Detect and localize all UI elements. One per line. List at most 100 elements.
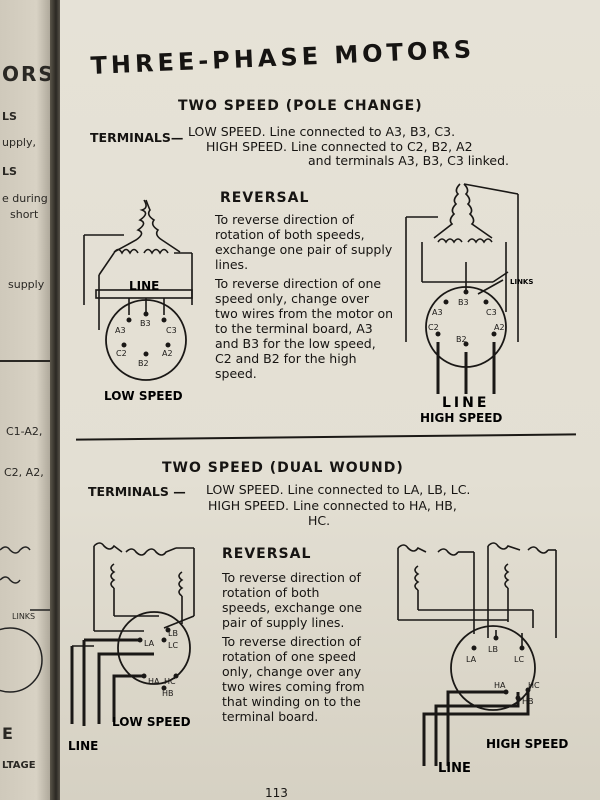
high-speed-dual-caption: HIGH SPEED	[486, 737, 568, 751]
terminal-b2	[463, 341, 469, 347]
section2-terminals-label: TERMINALS —	[88, 484, 186, 499]
section2-low-speed-text: LOW SPEED. Line connected to LA, LB, LC.	[206, 482, 471, 497]
coil-line	[113, 199, 147, 253]
section2-high-speed-text-cont: HC.	[308, 513, 331, 528]
section1-terminals-label: TERMINALS—	[90, 130, 184, 145]
facing-page-fragment: LTAGE	[2, 760, 36, 771]
terminal-c3	[483, 299, 489, 305]
terminal-label: C3	[166, 326, 177, 335]
section1-heading: TWO SPEED (POLE CHANGE)	[178, 98, 423, 114]
terminal-hb	[161, 685, 167, 691]
section1-reversal-heading: REVERSAL	[220, 190, 310, 206]
terminal-label: HB	[522, 697, 534, 706]
facing-page-fragment: e during	[2, 192, 48, 205]
high-speed-pole-change-diagram: LINKS B3 A3 C3 C2 A2 B2 LINE HIGH SPEED	[405, 183, 533, 425]
terminal-label: C3	[486, 308, 497, 317]
section2-reversal-p1: To reverse direction of rotation of both…	[222, 570, 363, 630]
terminal-lc	[161, 637, 167, 643]
section2-heading: TWO SPEED (DUAL WOUND)	[162, 460, 404, 476]
terminal-label: HA	[494, 681, 506, 690]
terminal-b2	[143, 351, 149, 357]
high-speed-caption: HIGH SPEED	[420, 411, 502, 425]
section1-high-speed-text-cont: and terminals A3, B3, C3 linked.	[308, 153, 510, 168]
terminal-label: A3	[432, 308, 443, 317]
terminal-c3	[161, 317, 167, 323]
facing-page-fragment: E	[2, 724, 13, 743]
terminal-la	[137, 637, 143, 643]
low-speed-dual-wound-diagram: LB LA LC HA HC HB LOW SPEED LINE	[68, 542, 195, 753]
facing-page-fragment: LINKS	[12, 612, 36, 621]
section2-reversal-text: To reverse direction of rotation of both…	[222, 570, 370, 728]
facing-page-title-fragment: ORS	[2, 62, 52, 86]
terminal-b3	[143, 311, 149, 317]
terminal-label: B2	[456, 335, 467, 344]
terminal-label: LB	[168, 629, 178, 638]
terminal-la	[471, 645, 477, 651]
terminal-label: LA	[144, 639, 155, 648]
high-speed-dual-wound-diagram: LA LB LC HA HC HB HIGH SPEED LINE	[397, 542, 568, 776]
low-speed-dual-line-label: LINE	[68, 739, 98, 753]
page-number: 113	[265, 786, 288, 800]
links-label: LINKS	[510, 278, 533, 286]
section2-high-speed-text: HIGH SPEED. Line connected to HA, HB,	[208, 498, 457, 513]
low-speed-caption: LOW SPEED	[104, 389, 183, 403]
terminal-a2	[491, 331, 497, 337]
terminal-label: A3	[115, 326, 126, 335]
facing-page-diagram-fragment	[0, 546, 52, 693]
low-speed-line-label: LINE	[129, 279, 159, 293]
terminal-lb	[165, 627, 171, 633]
terminal-label: LC	[514, 655, 524, 664]
terminal-lb	[493, 635, 499, 641]
terminal-label: B2	[138, 359, 149, 368]
section1-reversal-p2: To reverse direction of one speed only, …	[215, 276, 394, 381]
facing-page-fragment: LS	[2, 165, 17, 178]
terminal-a3	[443, 299, 449, 305]
page-title: THREE-PHASE MOTORS	[90, 35, 476, 80]
terminal-label: HB	[162, 689, 174, 698]
terminal-label: B3	[458, 298, 469, 307]
terminal-c2	[435, 331, 441, 337]
facing-page-edge: ORS LS upply, LS e during short supply C…	[0, 0, 52, 800]
high-speed-dual-line-label: LINE	[438, 761, 471, 776]
high-speed-line-label: LINE	[442, 395, 489, 411]
terminal-label: C2	[116, 349, 127, 358]
section-divider	[76, 433, 576, 441]
terminal-ha	[503, 689, 509, 695]
facing-page-rule	[0, 360, 52, 362]
section2-reversal-heading: REVERSAL	[222, 546, 312, 562]
terminal-label: HC	[528, 681, 540, 690]
section1-low-speed-text: LOW SPEED. Line connected to A3, B3, C3.	[188, 124, 456, 139]
terminal-a2	[165, 342, 171, 348]
facing-page-fragment: short	[10, 208, 39, 221]
terminal-label: LB	[488, 645, 498, 654]
terminal-label: A2	[162, 349, 173, 358]
terminal-ha	[141, 673, 147, 679]
facing-page-fragment: C2, A2,	[4, 466, 44, 479]
terminal-hc	[525, 687, 531, 693]
terminal-label: LC	[168, 641, 178, 650]
terminal-label: HC	[164, 677, 176, 686]
terminal-label: HA	[148, 677, 160, 686]
low-speed-dual-caption: LOW SPEED	[112, 715, 191, 729]
terminal-b3	[463, 289, 469, 295]
terminal-hc	[173, 673, 179, 679]
terminal-lc	[519, 645, 525, 651]
terminal-label: B3	[140, 319, 151, 328]
terminal-hb	[515, 695, 521, 701]
section1-high-speed-text: HIGH SPEED. Line connected to C2, B2, A2	[206, 139, 473, 154]
terminal-label: C2	[428, 323, 439, 332]
terminal-label: A2	[494, 323, 505, 332]
section2-reversal-p2: To reverse direction of rotation of one …	[222, 634, 365, 724]
facing-page-fragment: supply	[8, 278, 45, 291]
section1-reversal-text: To reverse direction of rotation of both…	[215, 212, 395, 385]
facing-page-fragment: C1-A2,	[6, 425, 43, 438]
terminal-label: LA	[466, 655, 477, 664]
facing-page-fragment: LS	[2, 110, 17, 123]
section1-reversal-p1: To reverse direction of rotation of both…	[215, 212, 393, 272]
low-speed-pole-change-diagram: LINE B3 A3 C3 C2 A2 B2 LOW SPEED	[83, 199, 193, 403]
book-gutter	[50, 0, 62, 800]
terminal-a3	[126, 317, 132, 323]
facing-page-fragment: upply,	[2, 136, 36, 149]
terminal-c2	[121, 342, 127, 348]
book-page: THREE-PHASE MOTORS TWO SPEED (POLE CHANG…	[60, 0, 600, 800]
